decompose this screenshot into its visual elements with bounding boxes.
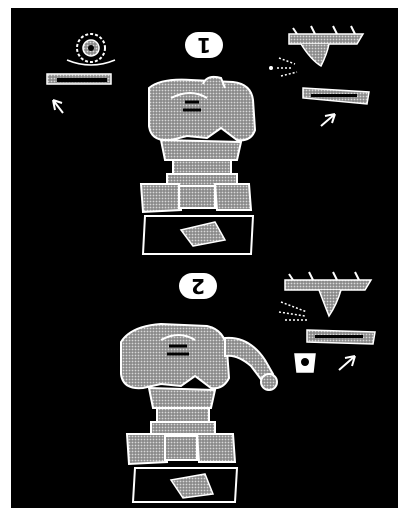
cup-icon bbox=[295, 354, 315, 372]
floor-mat bbox=[133, 468, 237, 502]
step-number-badge: 2 bbox=[179, 273, 217, 299]
arrow-icon bbox=[53, 100, 63, 113]
step-number-badge: 1 bbox=[185, 32, 223, 58]
arrow-icon bbox=[321, 114, 335, 126]
step-panel-2: 2 bbox=[11, 258, 398, 508]
claw-icon bbox=[289, 26, 363, 66]
robot-figure bbox=[121, 324, 277, 464]
blade-icon bbox=[47, 74, 111, 84]
robot-figure bbox=[141, 77, 255, 212]
gear-icon bbox=[67, 34, 115, 65]
arrow-icon bbox=[339, 356, 355, 370]
sparks-icon bbox=[279, 302, 307, 320]
sparks-icon bbox=[269, 58, 297, 76]
illustration-frame: 1 bbox=[11, 8, 398, 508]
claw-icon bbox=[285, 272, 371, 316]
floor-mat bbox=[143, 216, 253, 254]
blade-icon bbox=[307, 330, 375, 344]
blade-icon bbox=[303, 88, 369, 104]
step-panel-1: 1 bbox=[11, 8, 398, 258]
